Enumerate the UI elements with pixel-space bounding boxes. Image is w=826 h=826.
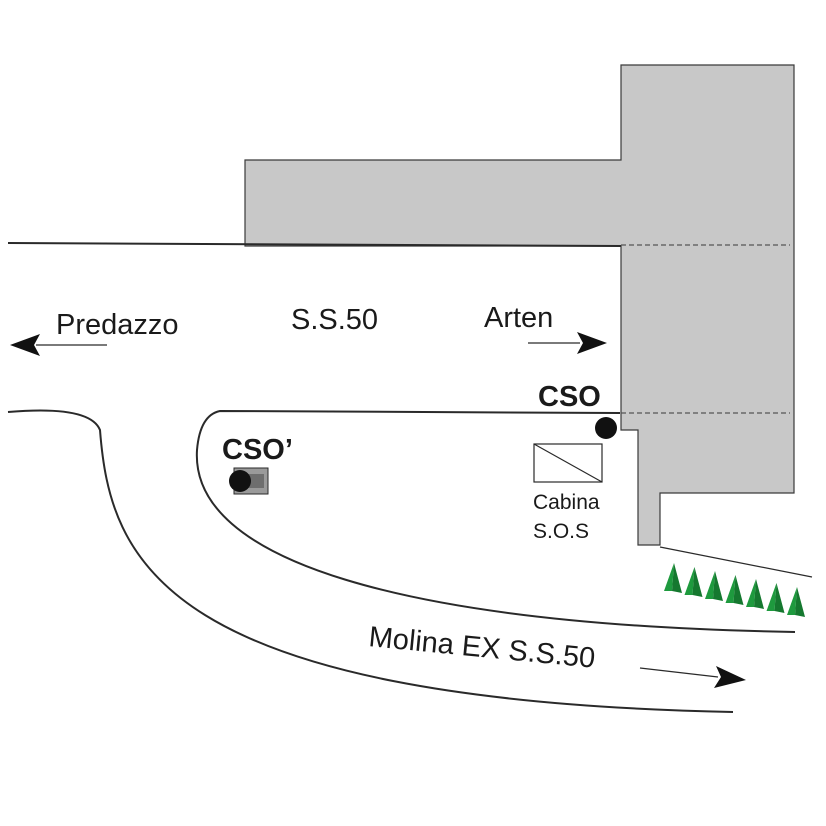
sos-cabin-icon [533,443,603,483]
ss50-label: S.S.50 [291,304,378,336]
molina-road-label: Molina EX S.S.50 [367,621,596,675]
arrow-right-icon-lower [639,666,746,688]
building-block [244,64,795,546]
tree-icon [746,579,764,609]
road-edges [7,242,813,713]
sos-cabin-label-line1: Cabina [533,491,600,514]
arrow-right-icon [528,332,607,354]
ss50-south-edge-inner [195,409,796,633]
cso-prime-label: CSO’ [222,434,293,466]
tree-icon [766,583,785,613]
tree-icon [787,587,805,617]
arten-label: Arten [484,302,553,334]
tree-icon [725,575,744,605]
tree-icon [705,571,723,601]
tree-icon [664,563,682,593]
sos-cabin-label-line2: S.O.S [533,520,589,543]
cso-label: CSO [538,381,601,413]
tree-icon [684,567,703,597]
ss50-north-edge [7,242,622,247]
field-boundary [659,546,813,578]
vegetation-row [664,563,805,617]
predazzo-label: Predazzo [56,309,179,341]
lower-road-outer-edge [7,409,734,713]
arrow-left-icon [10,334,107,356]
cso-prime-marker[interactable] [229,470,251,492]
building-complex [244,64,795,546]
cso-marker[interactable] [595,417,617,439]
